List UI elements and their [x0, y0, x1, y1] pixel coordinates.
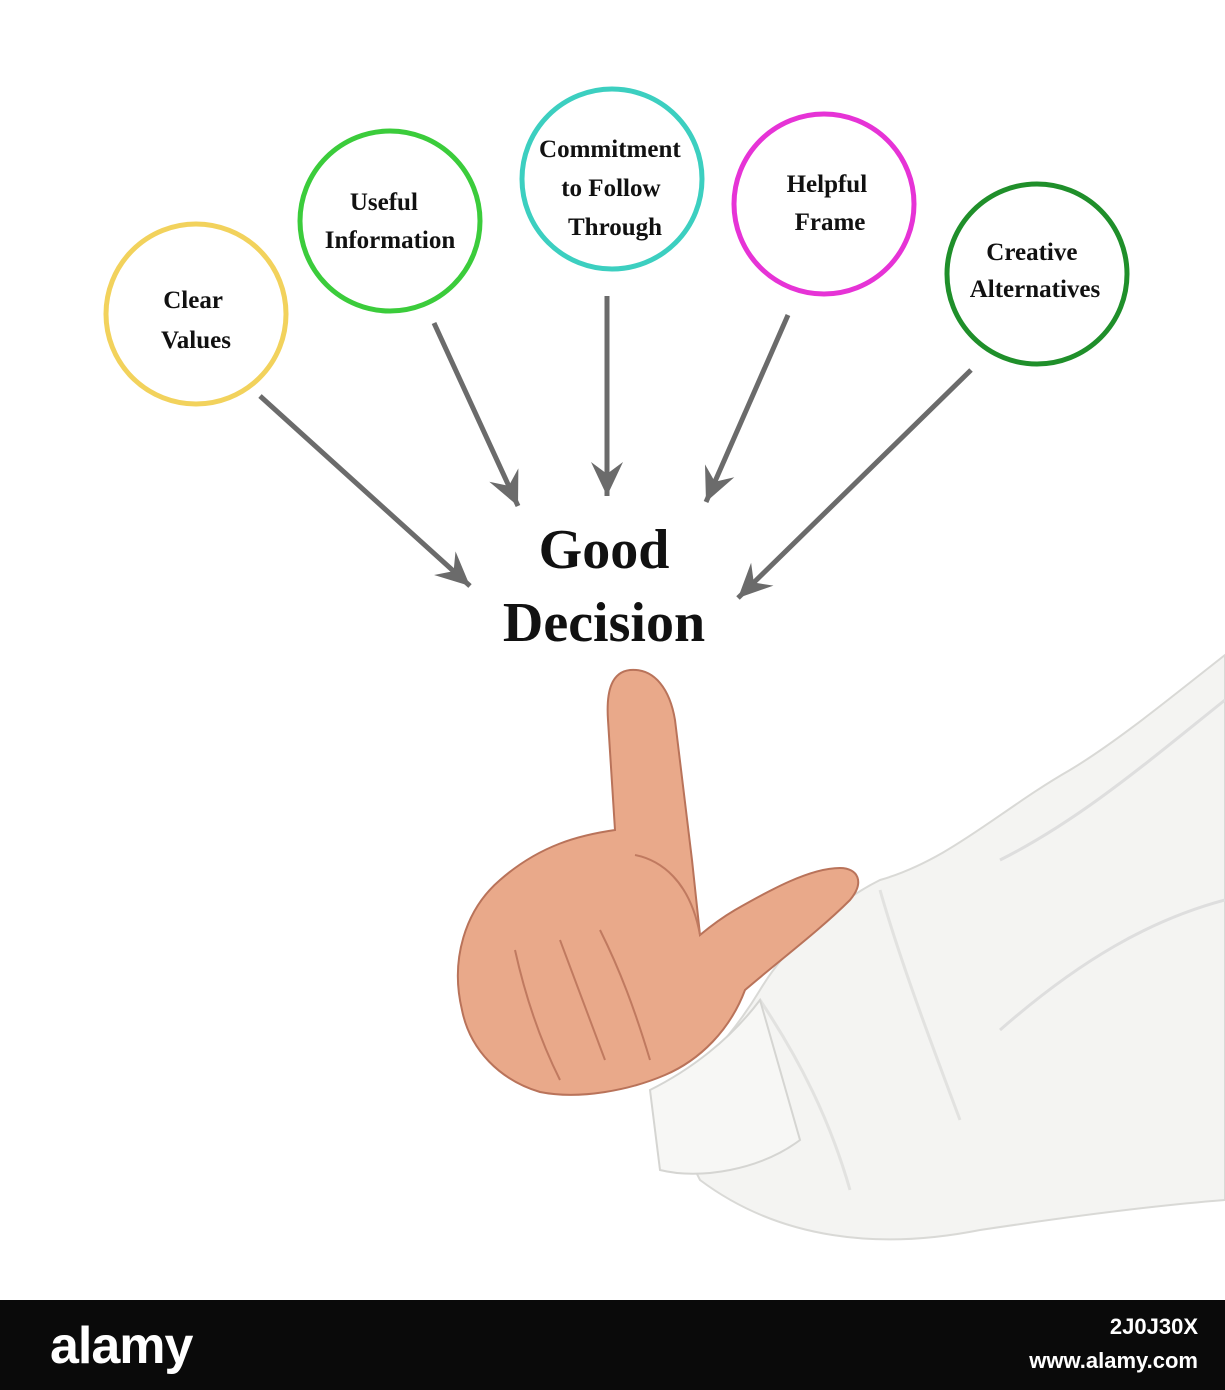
shirt-cuff	[648, 997, 802, 1175]
factor-helpful-frame: Helpful Frame	[731, 111, 917, 297]
factor-clear-values: Clear Values	[103, 221, 289, 407]
footer-url-label: www.alamy.com	[1029, 1348, 1198, 1373]
factor-useful-information: Useful Information	[297, 128, 483, 314]
factor-circle	[297, 128, 483, 314]
image-id-label: 2J0J30X	[1109, 1314, 1198, 1339]
center-label: Good Decision	[503, 519, 705, 654]
arrowhead-helpful-frame	[705, 464, 735, 502]
decision-diagram: Clear Values Useful Information Commitme…	[103, 86, 1225, 1241]
arrowhead-clear-values	[434, 551, 470, 586]
factor-label-line: Frame	[795, 209, 866, 236]
arrowhead-useful-information	[489, 468, 519, 506]
factor-circle	[731, 111, 917, 297]
factor-creative-alternatives: Creative Alternatives	[944, 181, 1130, 367]
arrow-useful-information	[431, 321, 521, 508]
arrowhead-commitment	[591, 462, 623, 496]
factor-label-line: Information	[325, 227, 456, 254]
factor-circle	[944, 181, 1130, 367]
shirt-sleeve	[658, 653, 1225, 1241]
arrow-helpful-frame	[703, 313, 791, 504]
arrows-group	[258, 296, 973, 600]
factor-commitment: Commitment to Follow Through	[519, 86, 705, 272]
factor-label-line: Alternatives	[970, 276, 1101, 303]
factor-label-line: Commitment	[539, 136, 681, 163]
factor-label-line: Creative	[986, 239, 1077, 266]
factor-label: Clear Values	[161, 287, 231, 354]
factor-label-line: Useful	[350, 189, 418, 216]
factor-label-line: Helpful	[787, 171, 868, 198]
factor-label: Helpful Frame	[787, 171, 874, 236]
center-label-line2: Decision	[503, 592, 705, 654]
arrowhead-creative-alternatives	[738, 562, 774, 598]
factor-circle	[519, 86, 705, 272]
factor-label-line: Clear	[163, 287, 223, 314]
factor-label: Commitment to Follow Through	[539, 136, 687, 241]
factor-circle	[103, 221, 289, 407]
hand	[456, 668, 860, 1096]
pointing-hand-image	[456, 653, 1225, 1241]
center-label-line1: Good	[539, 519, 670, 581]
factor-label: Creative Alternatives	[970, 239, 1101, 303]
factor-label: Useful Information	[325, 189, 456, 254]
arrow-creative-alternatives	[736, 368, 973, 600]
factor-label-line: Values	[161, 327, 231, 354]
alamy-logo: alamy	[50, 1317, 193, 1375]
watermark-footer: alamy 2J0J30X www.alamy.com	[0, 1300, 1225, 1390]
arrow-clear-values	[258, 394, 472, 588]
factor-label-line: to Follow	[561, 175, 660, 202]
factor-label-line: Through	[568, 214, 662, 241]
